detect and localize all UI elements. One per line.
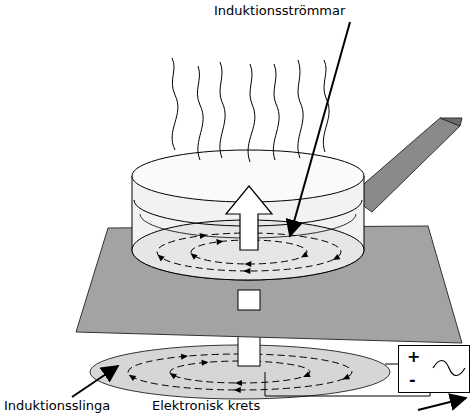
steam [172,58,329,162]
pointer-arrow [418,398,466,410]
wire [385,364,398,365]
field-arrow-shaft [238,290,260,310]
eddy-currents-label: Induktionsströmmar [214,3,345,18]
positive-terminal: + [407,349,420,365]
magnetic-field-arrow [226,186,272,250]
pot-handle [440,118,462,126]
pot-handle [350,118,460,212]
circuit-box: +- [398,345,470,393]
coil-label: Induktionsslinga [4,398,110,413]
leader-line [290,22,350,236]
circuit-label: Elektronisk krets [152,398,260,413]
leader-line [72,366,118,397]
negative-terminal: - [409,372,416,388]
